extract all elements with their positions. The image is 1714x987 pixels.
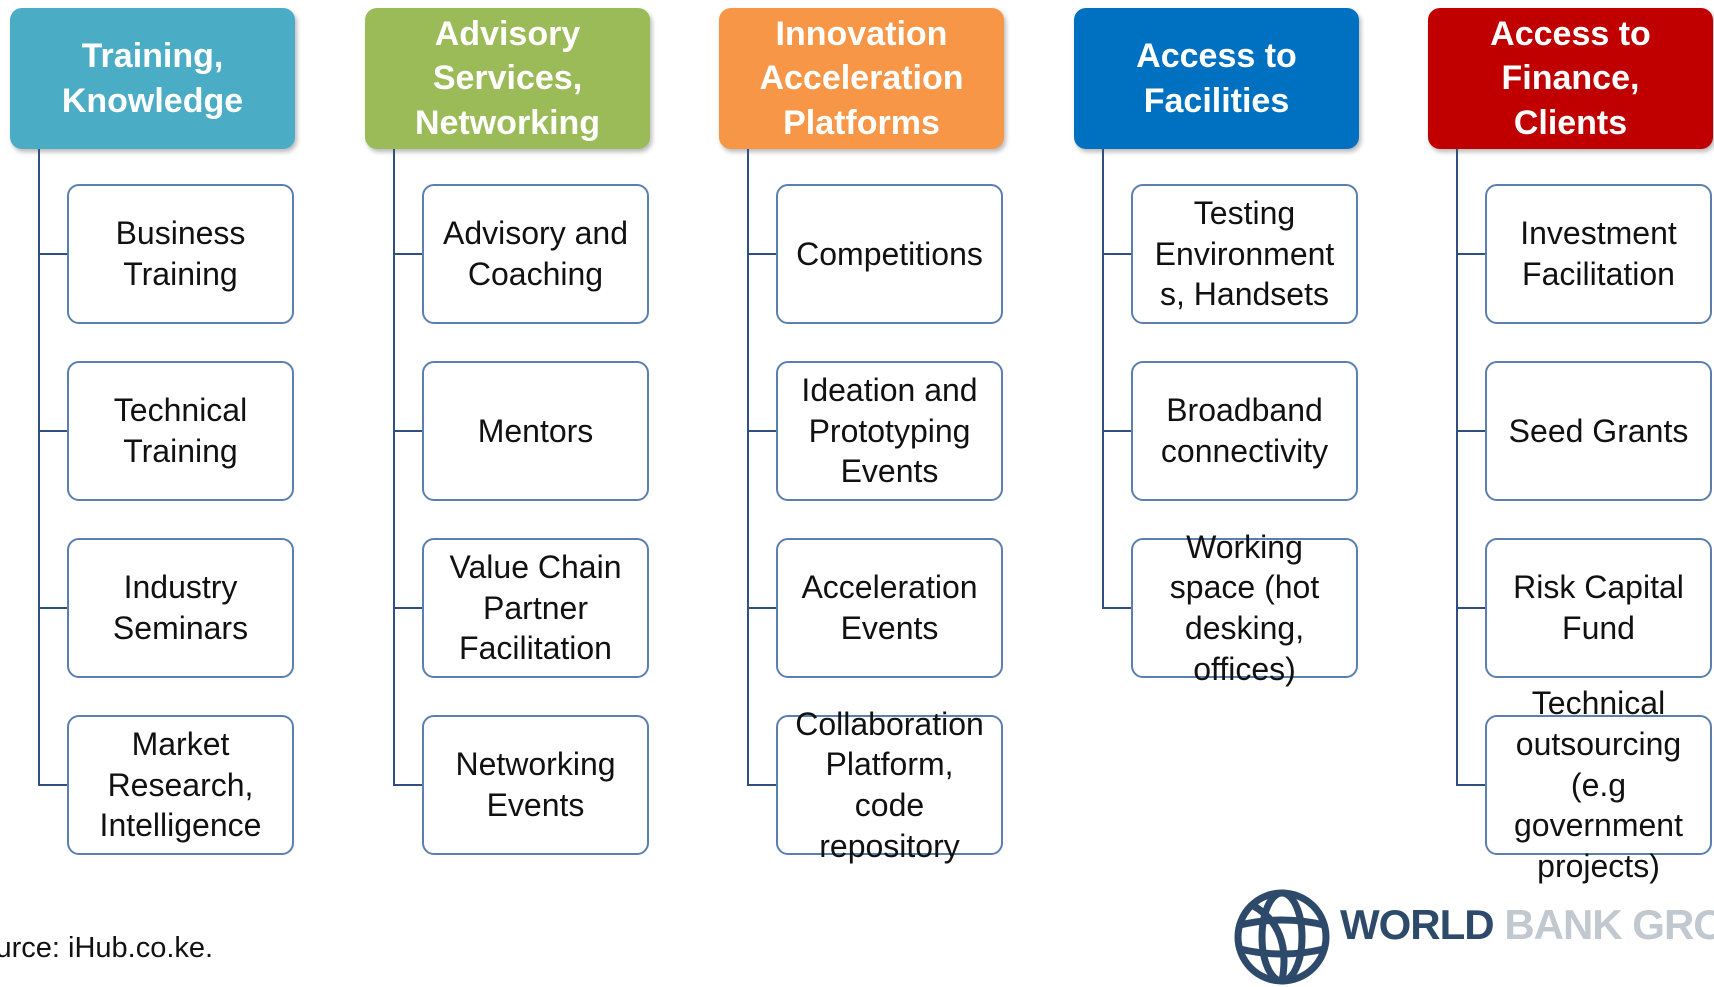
connector-branch	[1102, 607, 1132, 609]
connector-branch	[747, 430, 777, 432]
item-box: Industry Seminars	[67, 538, 294, 678]
item-box: Advisory and Coaching	[422, 184, 649, 324]
item-box: Networking Events	[422, 715, 649, 855]
connector-spine	[1102, 149, 1104, 609]
column-header: Advisory Services, Networking	[365, 8, 650, 149]
item-box: Market Research, Intelligence	[67, 715, 294, 855]
connector-branch	[38, 430, 68, 432]
connector-branch	[747, 253, 777, 255]
logo-text: WORLD BANK GROUP	[1340, 901, 1714, 948]
connector-spine	[38, 149, 40, 786]
connector-spine	[1456, 149, 1458, 786]
connector-branch	[38, 784, 68, 786]
world-bank-logo: WORLD BANK GROUP	[1232, 887, 1714, 985]
item-box: Collaboration Platform, code repository	[776, 706, 1003, 864]
item-box: Investment Facilitation	[1485, 184, 1712, 324]
item-box: Technical Training	[67, 361, 294, 501]
globe-icon	[1234, 889, 1330, 985]
connector-branch	[1456, 253, 1486, 255]
connector-spine	[393, 149, 395, 786]
item-box: Technical outsourcing (e.g government pr…	[1485, 685, 1712, 884]
connector-branch	[1456, 607, 1486, 609]
column-header: Training, Knowledge	[10, 8, 295, 149]
connector-branch	[1456, 430, 1486, 432]
item-box: Seed Grants	[1485, 361, 1712, 501]
connector-branch	[1456, 784, 1486, 786]
item-box: Ideation and Prototyping Events	[776, 361, 1003, 501]
connector-branch	[393, 784, 423, 786]
connector-branch	[38, 253, 68, 255]
source-note: Source: iHub.co.ke.	[0, 932, 214, 964]
connector-branch	[38, 607, 68, 609]
item-box: Business Training	[67, 184, 294, 324]
connector-branch	[393, 607, 423, 609]
item-box: Value Chain Partner Facilitation	[422, 538, 649, 678]
connector-spine	[747, 149, 749, 786]
item-box: Mentors	[422, 361, 649, 501]
connector-branch	[393, 253, 423, 255]
connector-branch	[1102, 430, 1132, 432]
item-box: Working space (hot desking, offices)	[1131, 529, 1358, 687]
connector-branch	[393, 430, 423, 432]
item-box: Competitions	[776, 184, 1003, 324]
item-box: Broadband connectivity	[1131, 361, 1358, 501]
item-box: Risk Capital Fund	[1485, 538, 1712, 678]
connector-branch	[747, 607, 777, 609]
column-header: Access to Facilities	[1074, 8, 1359, 149]
connector-branch	[747, 784, 777, 786]
item-box: Acceleration Events	[776, 538, 1003, 678]
connector-branch	[1102, 253, 1132, 255]
item-box: Testing Environment s, Handsets	[1131, 184, 1358, 324]
column-header: Access to Finance, Clients	[1428, 8, 1713, 149]
column-header: Innovation Acceleration Platforms	[719, 8, 1004, 149]
